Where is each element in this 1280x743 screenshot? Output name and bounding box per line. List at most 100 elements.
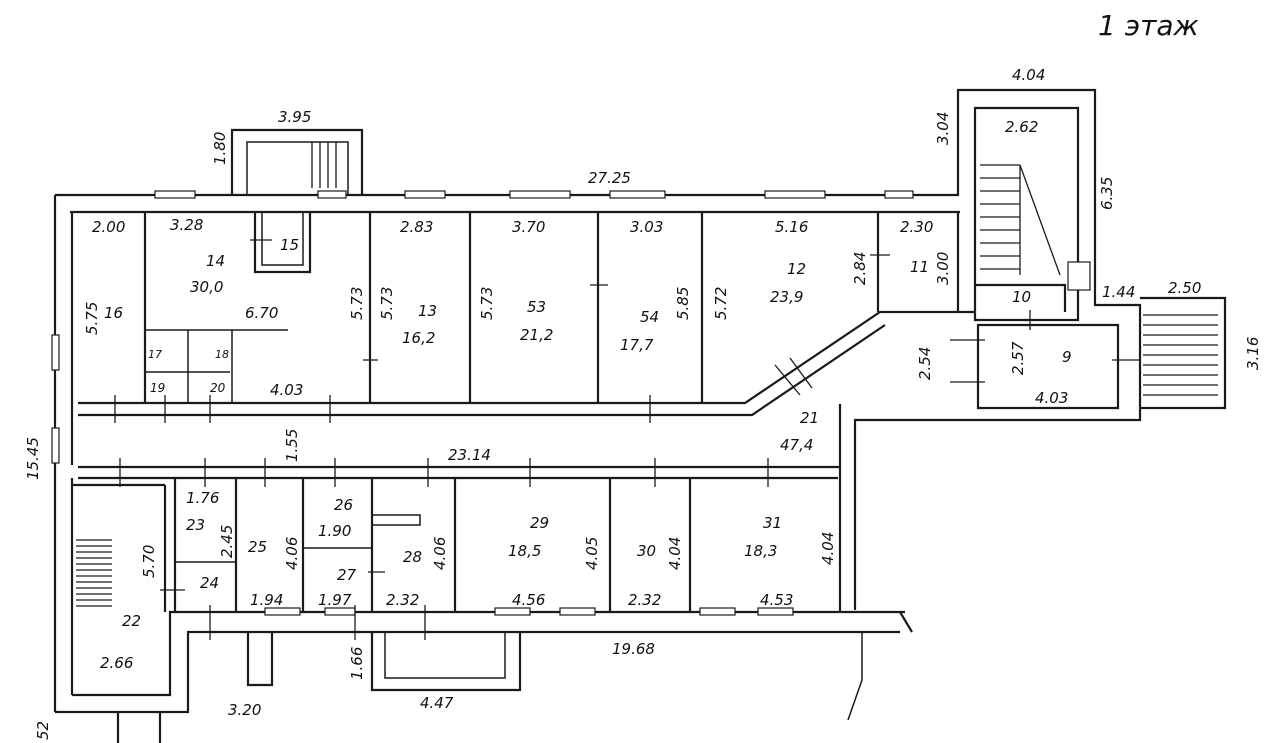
dim-label: 5.70: [140, 545, 158, 578]
room-area: 30,0: [190, 278, 223, 296]
room-area: 16,2: [402, 329, 435, 347]
top-annex: [230, 128, 364, 195]
room-number: 15: [280, 236, 299, 254]
floor-title: 1 этаж: [1098, 9, 1199, 42]
dim-label: 1.66: [348, 647, 366, 680]
dim-label: 4.04: [666, 537, 684, 570]
room-number: 30: [637, 542, 656, 560]
right-external-stair: [1140, 296, 1227, 410]
room-number: 11: [910, 258, 929, 276]
dim-label: 5.73: [348, 287, 366, 320]
room-number: 18: [215, 348, 229, 361]
dim-label: 5.72: [712, 287, 730, 320]
dim-label: 4.47: [420, 694, 454, 712]
dim-label: 1.94: [250, 591, 283, 609]
room-area: 47,4: [780, 436, 813, 454]
room-number: 28: [403, 548, 422, 566]
dim-label: 1.80: [211, 132, 229, 165]
room-number: 13: [418, 302, 437, 320]
dim-label: 5.75: [83, 302, 101, 335]
dim-label: 4.03: [270, 381, 303, 399]
dim-label: 2.50: [1168, 279, 1201, 297]
dim-label: 1.90: [318, 522, 351, 540]
room-number: 22: [122, 612, 141, 630]
dim-label: 2.62: [1005, 118, 1038, 136]
top-partitions: [143, 212, 1120, 410]
lower-annex-right: [370, 632, 522, 692]
room-number: 14: [206, 252, 225, 270]
dim-label: 2.66: [100, 654, 133, 672]
dim-label: 2.54: [916, 347, 934, 380]
bottom-right-curve: [847, 632, 863, 721]
dim-label: 5.73: [378, 287, 396, 320]
tower-stairs: [980, 164, 1061, 276]
room-number: 12: [787, 260, 806, 278]
room-area: 23,9: [770, 288, 803, 306]
room-number: 23: [186, 516, 205, 534]
room-area: 17,7: [620, 336, 654, 354]
room-number: 9: [1062, 348, 1072, 366]
dim-label: 4.06: [431, 537, 449, 570]
room-number: 27: [337, 566, 357, 584]
dim-label: 5.16: [775, 218, 808, 236]
dim-label: 3.00: [934, 252, 952, 285]
dim-label: 5.85: [674, 287, 692, 320]
room-area: 18,5: [508, 542, 541, 560]
dim-label: 19.68: [612, 640, 655, 658]
annex-stairs: [311, 142, 337, 188]
door-marks: [114, 239, 1140, 640]
dimension-labels: 4.04 3.95 1.80 27.25 3.04 6.35 2.62 2.00…: [24, 66, 1262, 740]
dim-label: 2.84: [851, 252, 869, 285]
room-number: 54: [640, 308, 659, 326]
bottom-partitions: [70, 478, 692, 695]
dim-label: 1.55: [283, 429, 301, 462]
room-number: 53: [527, 298, 546, 316]
dim-label: 2.57: [1009, 341, 1027, 375]
dim-label: 27.25: [588, 169, 631, 187]
dim-label: 2.32: [386, 591, 419, 609]
windows: [51, 190, 1091, 616]
lower-annex-left: [246, 632, 274, 687]
dim-label: 4.53: [760, 591, 793, 609]
room-number: 29: [530, 514, 549, 532]
room-number: 16: [104, 304, 123, 322]
dim-label: 4.56: [512, 591, 545, 609]
dim-label: 4.05: [583, 537, 601, 570]
room-number: 26: [334, 496, 353, 514]
room-number: 19: [150, 381, 165, 395]
dim-label: 4.03: [1035, 389, 1068, 407]
room-area: 21,2: [520, 326, 553, 344]
room-number: 21: [800, 409, 819, 427]
room-number: 24: [200, 574, 219, 592]
room-area: 18,3: [744, 542, 777, 560]
dim-label: 15.45: [24, 437, 42, 480]
dim-label: 52: [34, 721, 52, 740]
dim-label: 2.32: [628, 591, 661, 609]
room-labels: 14 30,0 15 16 13 16,2 53 21,2 54 17,7 12…: [104, 236, 1072, 630]
room-number: 31: [763, 514, 782, 532]
dim-label: 3.70: [512, 218, 545, 236]
dim-label: 2.30: [900, 218, 933, 236]
dim-label: 1.76: [186, 489, 219, 507]
dim-label: 3.20: [228, 701, 261, 719]
room-number: 10: [1012, 288, 1031, 306]
dim-label: 2.45: [218, 525, 236, 558]
dim-label: 3.95: [278, 108, 311, 126]
dim-label: 4.06: [283, 537, 301, 570]
dim-label: 6.35: [1098, 177, 1116, 210]
room-number: 25: [248, 538, 267, 556]
room-number: 17: [148, 348, 162, 361]
dim-label: 1.97: [318, 591, 352, 609]
dim-label: 3.04: [934, 112, 952, 145]
room-number: 20: [210, 381, 226, 395]
dim-label: 3.28: [170, 216, 203, 234]
stairs-22: [76, 539, 112, 607]
dim-label: 3.03: [630, 218, 663, 236]
outer-walls: [53, 88, 1142, 714]
dim-label: 2.83: [400, 218, 433, 236]
dim-label: 3.16: [1244, 337, 1262, 370]
dim-label: 6.70: [245, 304, 278, 322]
dim-label: 4.04: [1012, 66, 1045, 84]
dim-label: 2.00: [92, 218, 125, 236]
